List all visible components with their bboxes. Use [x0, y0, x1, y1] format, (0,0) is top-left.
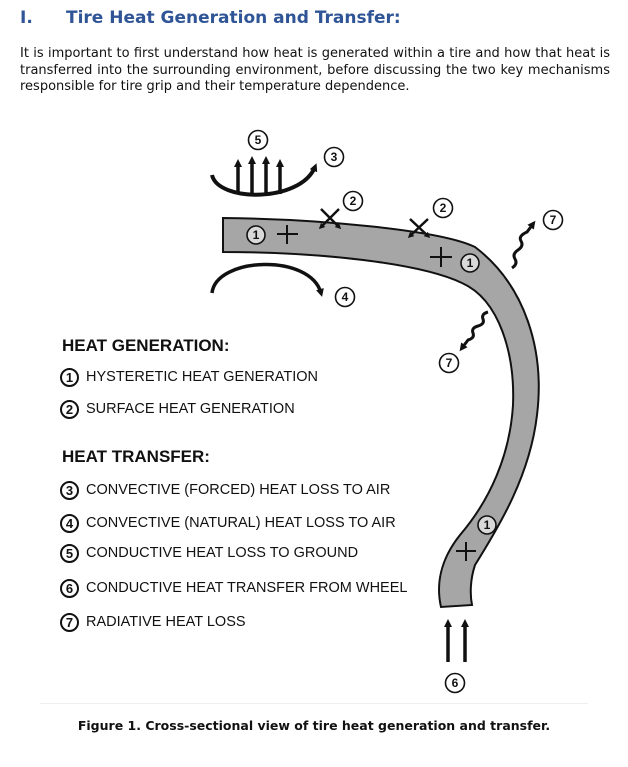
- legend-label: CONDUCTIVE HEAT LOSS TO GROUND: [86, 545, 359, 561]
- svg-text:7: 7: [446, 356, 453, 370]
- marker-7-outer: 7: [542, 209, 564, 231]
- figure-caption: Figure 1. Cross-sectional view of tire h…: [77, 718, 551, 733]
- svg-text:7: 7: [550, 213, 557, 227]
- hysteretic-cross-sidewall: [456, 542, 476, 561]
- legend-badge: 5: [60, 543, 79, 563]
- svg-text:1: 1: [484, 518, 491, 532]
- wheel-heat-arrows: [444, 619, 469, 662]
- svg-text:1: 1: [467, 256, 474, 270]
- marker-5: 5: [247, 129, 269, 151]
- legend-item-6: 6 CONDUCTIVE HEAT TRANSFER FROM WHEEL: [60, 577, 407, 599]
- legend-label: RADIATIVE HEAT LOSS: [86, 614, 246, 630]
- heat-generation-title: HEAT GENERATION:: [62, 336, 230, 355]
- legend-label: CONVECTIVE (NATURAL) HEAT LOSS TO AIR: [86, 515, 396, 531]
- legend-label: CONVECTIVE (FORCED) HEAT LOSS TO AIR: [86, 482, 391, 498]
- legend-badge: 7: [60, 612, 79, 632]
- legend-badge: 3: [60, 480, 79, 500]
- intro-paragraph: It is important to first understand how …: [20, 46, 610, 94]
- tire-figure: 5 3 2 2 7 4 7 6 1 1 1 HEAT GENERATION: 1…: [0, 105, 628, 710]
- legend-badge: 2: [60, 399, 79, 419]
- forced-convection-arc: [210, 163, 318, 197]
- legend-item-3: 3 CONVECTIVE (FORCED) HEAT LOSS TO AIR: [60, 479, 390, 501]
- heat-transfer-title: HEAT TRANSFER:: [62, 447, 210, 466]
- natural-convection-arc: [210, 262, 324, 297]
- legend-label: SURFACE HEAT GENERATION: [86, 401, 295, 417]
- legend-item-7: 7 RADIATIVE HEAT LOSS: [60, 611, 246, 633]
- hysteretic-cross-top: [277, 225, 298, 244]
- legend-label: CONDUCTIVE HEAT TRANSFER FROM WHEEL: [86, 580, 408, 596]
- marker-1-sidewall: 1: [477, 515, 497, 535]
- marker-7-inner: 7: [438, 352, 460, 374]
- marker-2-shoulder: 2: [432, 197, 454, 219]
- svg-text:4: 4: [342, 290, 349, 304]
- svg-text:5: 5: [255, 133, 262, 147]
- legend-badge: 6: [60, 578, 79, 598]
- svg-text:2: 2: [440, 201, 447, 215]
- figure-divider: [40, 703, 588, 704]
- marker-6: 6: [444, 672, 466, 694]
- legend-item-5: 5 CONDUCTIVE HEAT LOSS TO GROUND: [60, 542, 358, 564]
- svg-text:6: 6: [452, 676, 459, 690]
- section-number: I.: [20, 8, 33, 28]
- marker-3: 3: [323, 146, 345, 168]
- legend-item-1: 1 HYSTERETIC HEAT GENERATION: [60, 366, 318, 388]
- marker-2-top: 2: [342, 190, 364, 212]
- surface-heat-symbol-shoulder: [407, 218, 431, 239]
- ground-heat-arrows: [234, 156, 284, 194]
- svg-text:2: 2: [350, 194, 357, 208]
- legend-badge: 1: [60, 367, 79, 387]
- legend-badge: 4: [60, 513, 79, 533]
- hysteretic-cross-shoulder: [430, 247, 452, 267]
- tire-cross-section-diagram: 5 3 2 2 7 4 7 6 1 1 1: [210, 129, 564, 694]
- legend-label: HYSTERETIC HEAT GENERATION: [86, 369, 319, 385]
- radiative-wave-inner: [459, 310, 489, 352]
- svg-text:3: 3: [331, 150, 338, 164]
- marker-1-top: 1: [246, 225, 266, 245]
- section-heading: I. Tire Heat Generation and Transfer:: [20, 8, 401, 28]
- section-title: Tire Heat Generation and Transfer:: [66, 8, 401, 28]
- marker-1-shoulder: 1: [460, 253, 480, 273]
- legend-item-2: 2 SURFACE HEAT GENERATION: [60, 398, 295, 420]
- marker-4: 4: [334, 286, 356, 308]
- surface-heat-symbol-top: [318, 208, 342, 230]
- svg-text:1: 1: [253, 228, 260, 242]
- radiative-wave-outer: [511, 220, 536, 270]
- tire-section: [222, 216, 540, 609]
- legend-item-4: 4 CONVECTIVE (NATURAL) HEAT LOSS TO AIR: [60, 512, 396, 534]
